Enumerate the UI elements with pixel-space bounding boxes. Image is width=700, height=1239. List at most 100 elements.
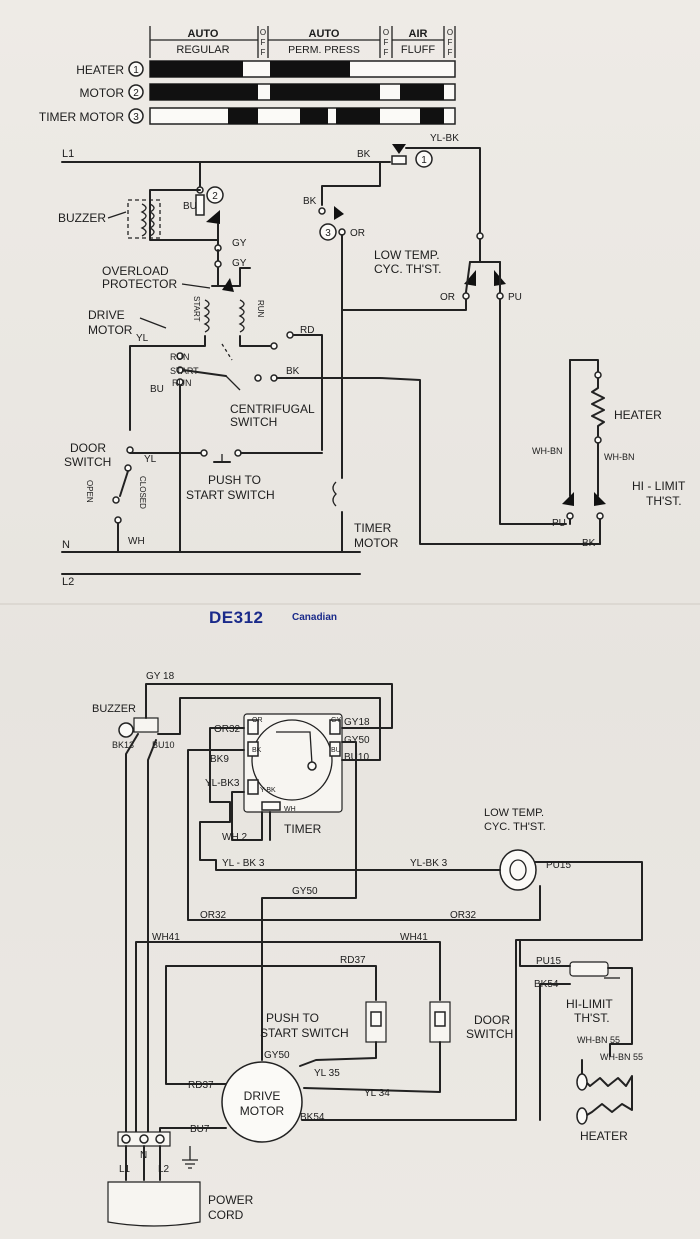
- label-wh2: WH 2: [222, 832, 247, 843]
- header-fluff: FLUFF: [401, 44, 436, 56]
- label-hilimit-1: HI - LIMIT: [632, 479, 686, 493]
- label-buzzer: BUZZER: [58, 211, 106, 225]
- label-gy50: GY50: [292, 886, 318, 897]
- timer-switch-1-num: 1: [421, 155, 427, 166]
- label-l1: L1: [119, 1164, 131, 1175]
- header-regular: REGULAR: [176, 44, 229, 56]
- label-bk-2: BK: [582, 538, 596, 549]
- off-letter: O: [383, 28, 389, 37]
- label-drive-1: DRIVE: [88, 308, 125, 322]
- label-bk54: BK54: [300, 1112, 325, 1123]
- label-bk-3: BK: [303, 196, 317, 207]
- label-heater: HEATER: [580, 1129, 628, 1143]
- label-or-2: OR: [440, 292, 455, 303]
- label-overload-2: PROTECTOR: [102, 277, 177, 291]
- label-gy-1: GY: [232, 238, 247, 249]
- model-region: Canadian: [292, 612, 338, 623]
- off-letter: O: [260, 28, 266, 37]
- off-letter: F: [448, 38, 453, 47]
- label-yl-bk: YL-BK: [430, 133, 459, 144]
- label-push-2: START SWITCH: [186, 488, 275, 502]
- label-run-1: RUN: [170, 352, 190, 362]
- label-gy50-timer: GY50: [344, 735, 370, 746]
- timer-switch-2-num: 2: [212, 191, 218, 202]
- label-or32: OR32: [214, 724, 241, 735]
- off-letter: F: [384, 48, 389, 57]
- bar-timer-motor: [149, 107, 456, 125]
- label-bk9: BK9: [210, 754, 229, 765]
- label-l2: L2: [158, 1164, 170, 1175]
- label-buzzer: BUZZER: [92, 703, 136, 715]
- bar-motor: [149, 83, 456, 101]
- label-n: N: [140, 1150, 147, 1161]
- label-pu: PU: [508, 292, 522, 303]
- label-door-2: SWITCH: [64, 455, 111, 469]
- label-heater: HEATER: [614, 408, 662, 422]
- label-timer: TIMER: [284, 822, 322, 836]
- label-wh-bn-2: WH-BN: [604, 452, 635, 462]
- label-rd37b: RD37: [188, 1080, 214, 1091]
- label-push-1: PUSH TO: [208, 473, 261, 487]
- label-rd: RD: [300, 325, 314, 336]
- timer-terminal-wh: WH: [284, 806, 296, 813]
- label-lowtemp-1: LOW TEMP.: [374, 248, 440, 262]
- label-door-2: SWITCH: [466, 1027, 513, 1041]
- row-label-timer-motor: TIMER MOTOR: [39, 110, 124, 124]
- off-letter: O: [447, 28, 453, 37]
- label-wh-bn-1: WH-BN: [532, 446, 563, 456]
- label-hilimit-2: TH'ST.: [646, 494, 682, 508]
- off-letter: F: [384, 38, 389, 47]
- label-bk-heater: BK: [286, 366, 300, 377]
- label-wh41: WH41: [152, 932, 180, 943]
- label-power-2: CORD: [208, 1208, 244, 1222]
- header-perm-press: PERM. PRESS: [288, 44, 360, 56]
- label-bk-main: BK: [357, 149, 371, 160]
- label-gy18: GY 18: [146, 671, 175, 682]
- row-label-heater: HEATER: [76, 63, 124, 77]
- label-lowtemp-1: LOW TEMP.: [484, 807, 544, 819]
- label-hilimit-2: TH'ST.: [574, 1011, 610, 1025]
- label-centrifugal-2: SWITCH: [230, 415, 277, 429]
- off-letter: F: [261, 38, 266, 47]
- timer-terminal-bk: BK: [252, 747, 262, 754]
- label-bu: BU: [183, 201, 197, 212]
- label-or32-c: OR32: [450, 910, 477, 921]
- label-door-1: DOOR: [70, 441, 106, 455]
- label-drive-2: MOTOR: [240, 1104, 285, 1118]
- row-num-2: 2: [133, 88, 139, 99]
- label-wh: WH: [128, 536, 145, 547]
- timer-terminal-or: OR: [252, 717, 263, 724]
- label-run-vertical: RUN: [256, 300, 265, 318]
- label-lowtemp-2: CYC. TH'ST.: [484, 821, 546, 833]
- label-yl-bk3: YL-BK3: [205, 778, 240, 789]
- label-yl35: YL 35: [314, 1068, 340, 1079]
- header-group-auto-1: AUTO: [188, 28, 219, 40]
- label-bu10: BU10: [152, 740, 175, 750]
- label-power-1: POWER: [208, 1193, 254, 1207]
- label-yl: YL: [136, 333, 149, 344]
- label-closed: CLOSED: [138, 476, 147, 509]
- label-pu15-b: PU15: [536, 956, 561, 967]
- label-yl34: YL 34: [364, 1088, 390, 1099]
- label-yl-door: YL: [144, 454, 157, 465]
- off-letter: F: [448, 48, 453, 57]
- label-push-2: START SWITCH: [260, 1026, 349, 1040]
- schematic-diagram: L1 N L2 BK BK 1 YL-BK BU 2 GY GY BUZZER: [58, 133, 686, 588]
- label-bu-2: BU: [150, 384, 164, 395]
- label-or32-b: OR32: [200, 910, 227, 921]
- label-pu-2: PU: [552, 518, 566, 529]
- off-letter: F: [261, 48, 266, 57]
- header-group-auto-2: AUTO: [309, 28, 340, 40]
- label-bu7: BU7: [190, 1124, 210, 1135]
- timer-terminal-ybk: Y-BK: [260, 787, 276, 794]
- label-bk13: BK13: [112, 740, 134, 750]
- row-label-motor: MOTOR: [80, 86, 125, 100]
- timer-sequence-chart: AUTO REGULAR AUTO PERM. PRESS AIR FLUFF …: [39, 26, 456, 125]
- label-whbn55: WH-BN 55: [577, 1035, 620, 1045]
- label-rd37: RD37: [340, 955, 366, 966]
- label-run-2: RUN: [172, 378, 192, 388]
- label-or: OR: [350, 228, 365, 239]
- label-yl-bk-3b: YL-BK 3: [410, 858, 448, 869]
